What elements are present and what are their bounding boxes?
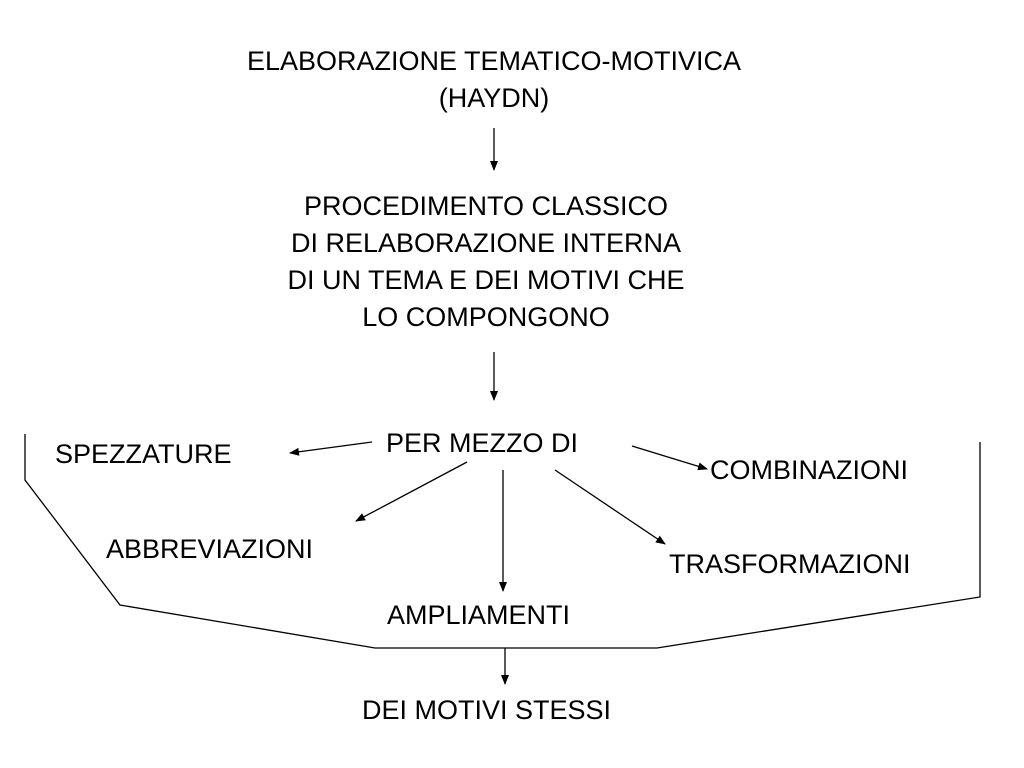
title-line-1: ELABORAZIONE TEMATICO-MOTIVICA [246,46,742,76]
arrow-means-to-abbreviazioni [355,461,468,522]
arrow-means-to-trasformazioni [554,469,666,545]
definition-line-2: DI RELABORAZIONE INTERNA [290,228,682,258]
arrow-means-to-spezzature [289,441,373,456]
technique-ampliamenti: AMPLIAMENTI [387,600,571,630]
definition-line-4: LO COMPONGONO [362,302,610,332]
funnel-bracket [24,434,981,649]
title-block: ELABORAZIONE TEMATICO-MOTIVICA (HAYDN) [247,43,741,117]
result-label: DEI MOTIVI STESSI [362,695,612,725]
definition-block: PROCEDIMENTO CLASSICO DI RELABORAZIONE I… [287,188,684,336]
definition-line-1: PROCEDIMENTO CLASSICO [303,191,669,221]
title-line-2: (HAYDN) [438,83,550,113]
technique-trasformazioni: TRASFORMAZIONI [669,549,911,579]
definition-line-3: DI UN TEMA E DEI MOTIVI CHE [287,265,685,295]
arrow-means-to-combinazioni [631,445,708,471]
technique-spezzature: SPEZZATURE [55,439,232,469]
technique-abbreviazioni: ABBREVIAZIONI [106,534,314,564]
technique-combinazioni: COMBINAZIONI [710,455,909,485]
means-label: PER MEZZO DI [386,428,579,458]
